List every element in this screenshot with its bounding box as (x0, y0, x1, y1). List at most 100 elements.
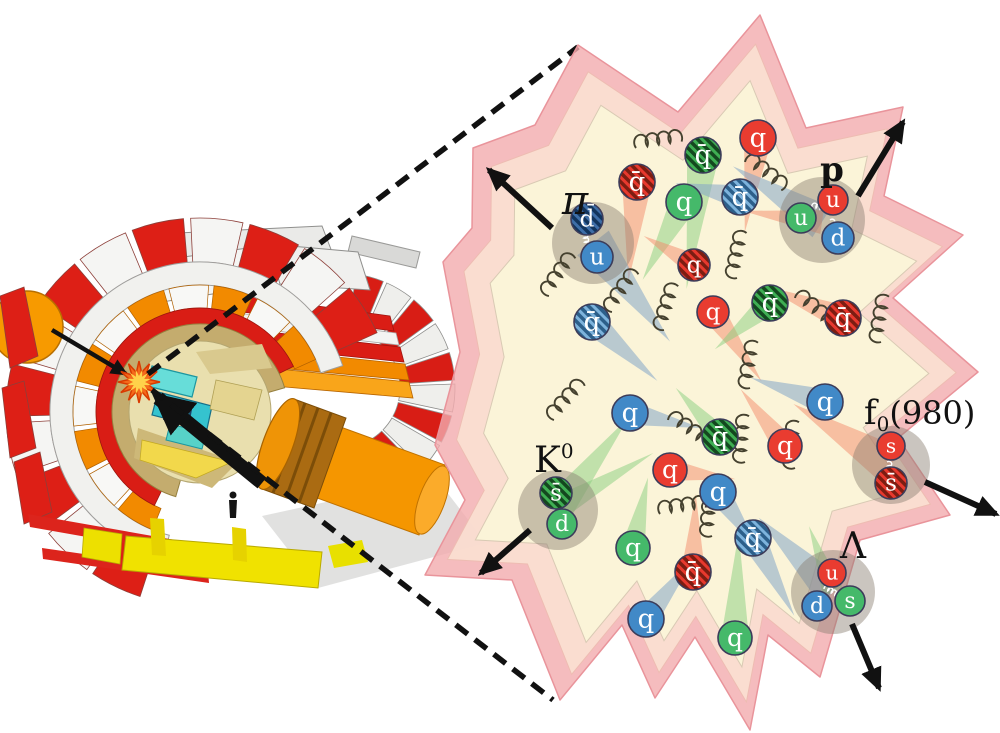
detector-cavity-yellow (139, 439, 234, 479)
quark-q: q (611, 394, 649, 432)
quark-circle (573, 303, 611, 341)
quark-letter: s (844, 589, 855, 614)
quark-letter: q (750, 124, 767, 154)
detector-left-slab (13, 451, 53, 525)
quark-circle (539, 476, 573, 510)
collision-point-star-core (126, 369, 152, 395)
quark-letter: d (810, 594, 824, 619)
quark-circle (817, 184, 849, 216)
kaon-label-part: K (534, 440, 562, 481)
antiquark-q: q (677, 248, 711, 282)
quark-circle (876, 431, 906, 461)
quark-circle (824, 299, 862, 337)
quark-letter: q (622, 399, 639, 429)
quark-circle (801, 590, 833, 622)
detector-barrel-orange-segment (168, 284, 210, 312)
quark-letter: q̄ (629, 168, 646, 198)
quark-q: q (696, 295, 730, 329)
momentum-arrow-f0 (923, 479, 1000, 517)
quark-letter: q̄ (712, 423, 729, 453)
quark-letter: q̄ (685, 558, 702, 588)
quark-q: q (627, 600, 665, 638)
quark-letter: u (794, 206, 808, 231)
detector-beam-pipe-end (414, 465, 450, 535)
quark-circle (739, 119, 777, 157)
antiquark-qbar: q̄ (618, 163, 656, 201)
quark-q: q (739, 119, 777, 157)
quark-d: d (821, 221, 855, 255)
quark-circle (696, 295, 730, 329)
starburst (424, 14, 979, 731)
quark-u: u (580, 240, 614, 274)
detector-barrel-orange-segment (72, 385, 99, 427)
quark-circle (721, 178, 759, 216)
quark-letter: q̄ (762, 289, 779, 319)
quark-letter: q (638, 605, 655, 635)
momentum-arrow-kaon (477, 527, 532, 576)
human-figure-body (229, 500, 237, 518)
human-figure-head (229, 491, 237, 499)
quark-circle (806, 383, 844, 421)
quark-circle (817, 558, 847, 588)
quark-letter: d (555, 512, 569, 537)
detector-left-slab (0, 286, 39, 369)
momentum-arrow-proton (855, 118, 906, 198)
quark-letter: q (662, 455, 678, 484)
quark-q: q (767, 428, 803, 464)
quark-circle (570, 202, 604, 236)
quark-q: q (665, 183, 703, 221)
quark-q: q (699, 473, 737, 511)
quark-letter: q (687, 253, 702, 279)
detector-collar-ridge (297, 412, 333, 504)
quark-letter: q̄ (584, 308, 601, 338)
quark-d: d (801, 590, 833, 622)
quark-letter: q (777, 431, 793, 460)
quark-q: q (615, 530, 651, 566)
jet-cone (681, 494, 705, 573)
quark-letter: u (590, 245, 605, 271)
quark-letter: q (817, 388, 834, 418)
quark-letter: q (727, 623, 743, 652)
quark-circle (627, 600, 665, 638)
zoom-guide-line (146, 44, 580, 377)
pion-label: π (561, 178, 589, 224)
quark-letter: q̄ (835, 304, 852, 334)
quark-letter: q (706, 300, 721, 326)
detector-platform-piece (328, 540, 368, 568)
quark-q: q (652, 452, 688, 488)
quark-circle (785, 202, 817, 234)
detector-cavity-tan (196, 344, 272, 374)
quark-s: s (876, 431, 906, 461)
f0-label-part: f (864, 393, 879, 433)
collision-pointer-arrow (151, 392, 267, 489)
quark-s: s (834, 585, 866, 617)
detector-left-slab (1, 380, 37, 459)
quark-letter: u (826, 188, 840, 213)
quark-letter: s̄ (885, 471, 897, 497)
f0-label: f0(980) (864, 393, 975, 436)
quark-letter: q (625, 533, 641, 562)
quark-u: u (817, 558, 847, 588)
quark-letter: u (826, 561, 839, 585)
antiquark-qbar: q̄ (721, 178, 759, 216)
quark-circle (684, 136, 722, 174)
antiquark-qbar: q̄ (674, 553, 712, 591)
quark-q: q (717, 620, 753, 656)
kaon-label: K0 (534, 439, 574, 481)
quark-circle (611, 394, 649, 432)
antiquark-qbar: q̄ (734, 519, 772, 557)
quark-d: d (546, 508, 578, 540)
quark-circle (821, 221, 855, 255)
quark-circle (717, 620, 753, 656)
quark-letter: q̄ (732, 183, 749, 213)
lambda-label: Λ (839, 526, 867, 567)
pion-label-part: π (561, 178, 589, 224)
lambda-label-part: Λ (839, 526, 867, 567)
quark-circle (674, 553, 712, 591)
antiquark-sbar: s̄ (539, 476, 573, 510)
